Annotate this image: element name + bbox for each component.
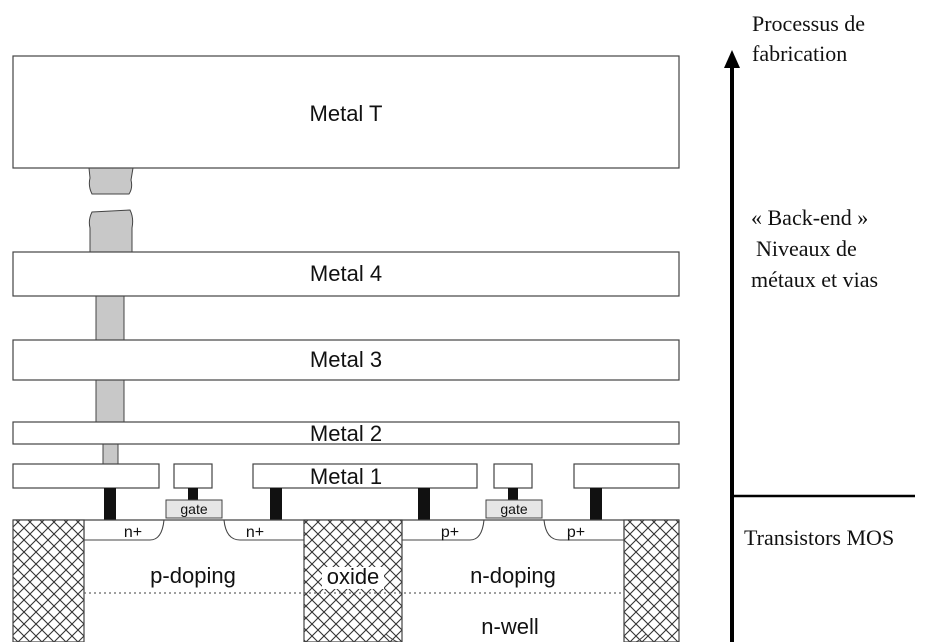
metal-1-gate-contact-right	[493, 463, 533, 489]
n-plus-label-left: n+	[124, 524, 142, 541]
p-doping-label: p-doping	[150, 563, 236, 588]
oxide-isolation-left	[12, 519, 85, 642]
backend-label-line3: métaux et vias	[751, 267, 878, 292]
via-top-lower	[88, 209, 134, 253]
p-plus-label-left: p+	[441, 524, 459, 541]
contact-source-right	[418, 488, 430, 520]
p-plus-label-right: p+	[567, 524, 585, 541]
metal-1-gate-contact-left	[173, 463, 213, 489]
gate-right	[485, 499, 543, 519]
metal-4-label: Metal 4	[310, 261, 382, 286]
n-plus-diffusion-left	[83, 519, 165, 541]
metal-t-layer	[12, 55, 680, 169]
metal-2-label: Metal 2	[310, 421, 382, 446]
contact-drain-left	[270, 488, 282, 520]
via-metal4-metal3	[95, 295, 125, 341]
process-label-line1: Processus de	[752, 11, 865, 36]
backend-label-line1: « Back-end »	[751, 205, 868, 230]
gate-left	[165, 499, 223, 519]
n-well-label: n-well	[481, 614, 538, 639]
n-doping-label: n-doping	[470, 563, 556, 588]
n-plus-diffusion-right	[223, 519, 305, 541]
gate-right-label: gate	[500, 501, 527, 517]
via-top-upper	[88, 167, 134, 195]
metal-1-label: Metal 1	[310, 464, 382, 489]
process-axis-arrowhead	[724, 50, 740, 68]
metal-1-segment-right	[573, 463, 680, 489]
gate-left-label: gate	[180, 501, 207, 517]
oxide-isolation-right	[623, 519, 680, 642]
contact-source-left	[104, 488, 116, 520]
via-metal3-metal2	[95, 379, 125, 423]
metal-3-label: Metal 3	[310, 347, 382, 372]
backend-label-line2: Niveaux de	[756, 236, 857, 261]
contact-gate-left	[188, 488, 198, 500]
metal-t-label: Metal T	[310, 101, 383, 126]
contact-drain-right	[590, 488, 602, 520]
n-plus-label-right: n+	[246, 524, 264, 541]
metal-3-layer	[12, 339, 680, 381]
contact-gate-right	[508, 488, 518, 500]
metal-1-segment-left	[12, 463, 160, 489]
metal-2-layer	[12, 421, 680, 445]
via-metal2-metal1	[102, 443, 119, 465]
p-plus-diffusion-right	[543, 519, 625, 541]
metal-1-segment-center	[252, 463, 478, 489]
p-plus-diffusion-left	[401, 519, 485, 541]
oxide-label-bg	[322, 567, 384, 589]
oxide-label: oxide	[327, 564, 380, 589]
process-label-line2: fabrication	[752, 41, 847, 66]
transistors-label: Transistors MOS	[744, 525, 894, 550]
metal-4-layer	[12, 251, 680, 297]
